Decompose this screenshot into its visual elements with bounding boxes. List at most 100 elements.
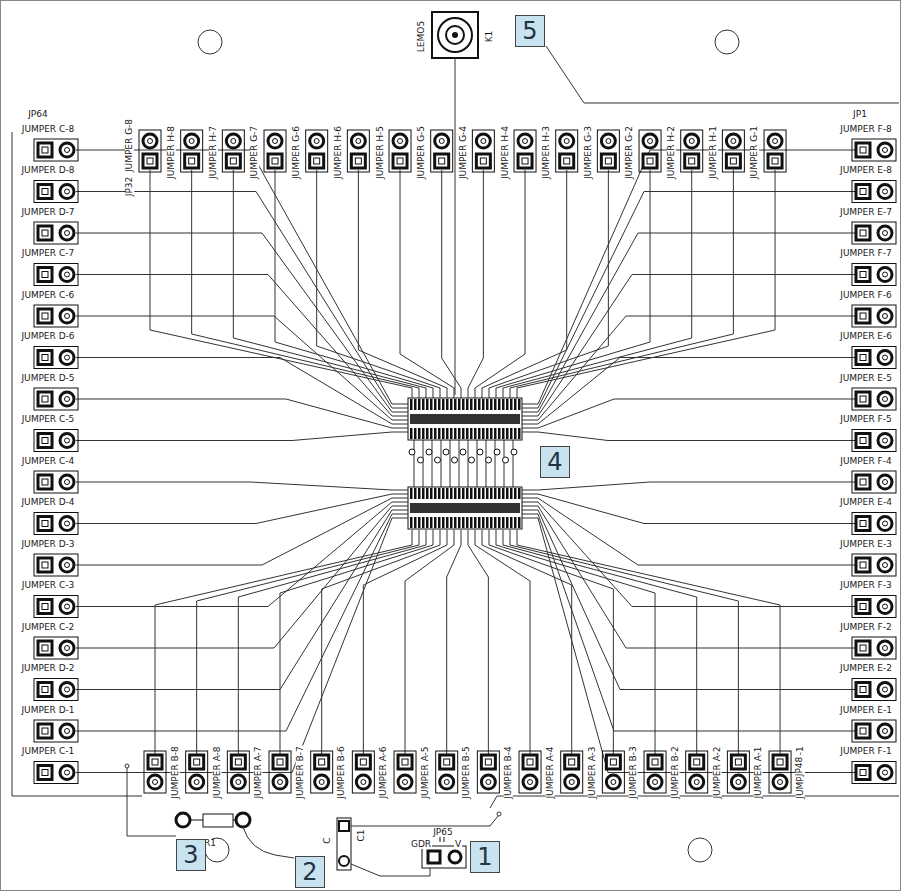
ic-pin — [502, 488, 505, 499]
trace — [510, 170, 733, 400]
pad-hole — [606, 139, 611, 144]
jumper-label: JUMPER A-2 — [712, 745, 721, 799]
resistor-pad — [236, 813, 250, 827]
pad-hole — [860, 604, 866, 610]
pad-hole — [652, 759, 658, 765]
pad-hole — [860, 396, 866, 402]
round-pad — [726, 134, 740, 148]
pad-hole — [860, 562, 866, 568]
ic-pin — [474, 517, 477, 528]
header-outline — [764, 130, 786, 172]
round-pad — [481, 775, 495, 789]
jumper-label: JUMPER H-1 — [709, 125, 718, 180]
pad-hole — [694, 759, 700, 765]
ic-pin — [418, 399, 421, 410]
via — [497, 812, 501, 816]
ic-pin — [430, 399, 433, 410]
trace — [447, 530, 461, 754]
round-pad — [60, 766, 74, 780]
pad-hole — [778, 780, 783, 785]
square-pad — [38, 143, 52, 157]
pad-hole — [735, 759, 741, 765]
jumper-label: JUMPER F-3 — [839, 581, 892, 590]
header-outline — [139, 130, 161, 172]
pad-hole — [42, 147, 48, 153]
pad-hole — [883, 355, 888, 360]
jumper-label: JUMPER B-8 — [170, 745, 179, 799]
square-pad — [856, 351, 870, 365]
square-pad — [440, 755, 454, 769]
pad-hole — [860, 687, 866, 693]
square-pad — [38, 392, 52, 406]
pad-hole — [731, 139, 736, 144]
pad-hole — [65, 521, 70, 526]
round-pad — [60, 143, 74, 157]
pad-hole — [860, 313, 866, 319]
round-pad — [226, 134, 240, 148]
jumper-label: JUMPER D-1 — [20, 706, 75, 715]
pad-hole — [444, 759, 450, 765]
jumper-label: JUMPER C-8 — [21, 125, 76, 134]
jumper-label: JUMPER E-7 — [839, 208, 893, 217]
jumper-label: JUMPER E-1 — [839, 706, 893, 715]
pad-hole — [65, 770, 70, 775]
ic-pin — [414, 488, 417, 499]
ic-pin — [438, 399, 441, 410]
square-pad — [856, 185, 870, 199]
jumper-label: JUMPER B-3 — [629, 745, 638, 799]
jumper-label: JUMPER F-6 — [839, 291, 892, 300]
trace — [441, 440, 442, 487]
ic-pin — [494, 428, 497, 439]
trace — [510, 530, 738, 754]
trace — [486, 440, 487, 487]
square-pad — [38, 641, 52, 655]
trace — [468, 440, 469, 487]
pad-hole — [65, 480, 70, 485]
ic-pin — [482, 488, 485, 499]
square-pad — [38, 351, 52, 365]
round-pad — [190, 775, 204, 789]
pad-hole — [65, 314, 70, 319]
callout-number: 5 — [522, 19, 537, 43]
trace — [442, 170, 461, 400]
callout-number: 3 — [183, 843, 198, 867]
jumper-label: JUMPER D-4 — [20, 498, 75, 507]
pad-hole — [42, 770, 48, 776]
round-pad — [518, 134, 532, 148]
pad-hole — [883, 770, 888, 775]
trace — [477, 440, 478, 487]
pad-hole — [564, 139, 569, 144]
square-pad — [648, 755, 662, 769]
ic-pin — [426, 488, 429, 499]
square-pad — [356, 755, 370, 769]
pad-hole — [230, 158, 236, 164]
ic-pin — [458, 399, 461, 410]
jumper-label: JP64 — [27, 110, 49, 119]
trace — [76, 432, 410, 441]
ic-pin — [462, 399, 465, 410]
square-pad — [143, 154, 157, 168]
ic-pin — [414, 399, 417, 410]
ic-pin — [418, 488, 421, 499]
ic-pin — [414, 428, 417, 439]
pad-hole — [736, 780, 741, 785]
square-pad — [856, 724, 870, 738]
ic-pin — [498, 488, 501, 499]
pad-hole — [564, 158, 570, 164]
ic-pin — [446, 488, 449, 499]
ic-pin — [454, 517, 457, 528]
ic-pin — [494, 517, 497, 528]
jumper-label: JUMPER D-3 — [20, 540, 75, 549]
ic-pin — [426, 399, 429, 410]
ic-pin — [514, 517, 517, 528]
ic-pin — [506, 517, 509, 528]
round-pad — [476, 134, 490, 148]
trace — [76, 358, 410, 425]
header-outline — [186, 751, 208, 793]
trace — [358, 170, 447, 400]
ic-pin — [418, 517, 421, 528]
ic-pin — [518, 517, 521, 528]
